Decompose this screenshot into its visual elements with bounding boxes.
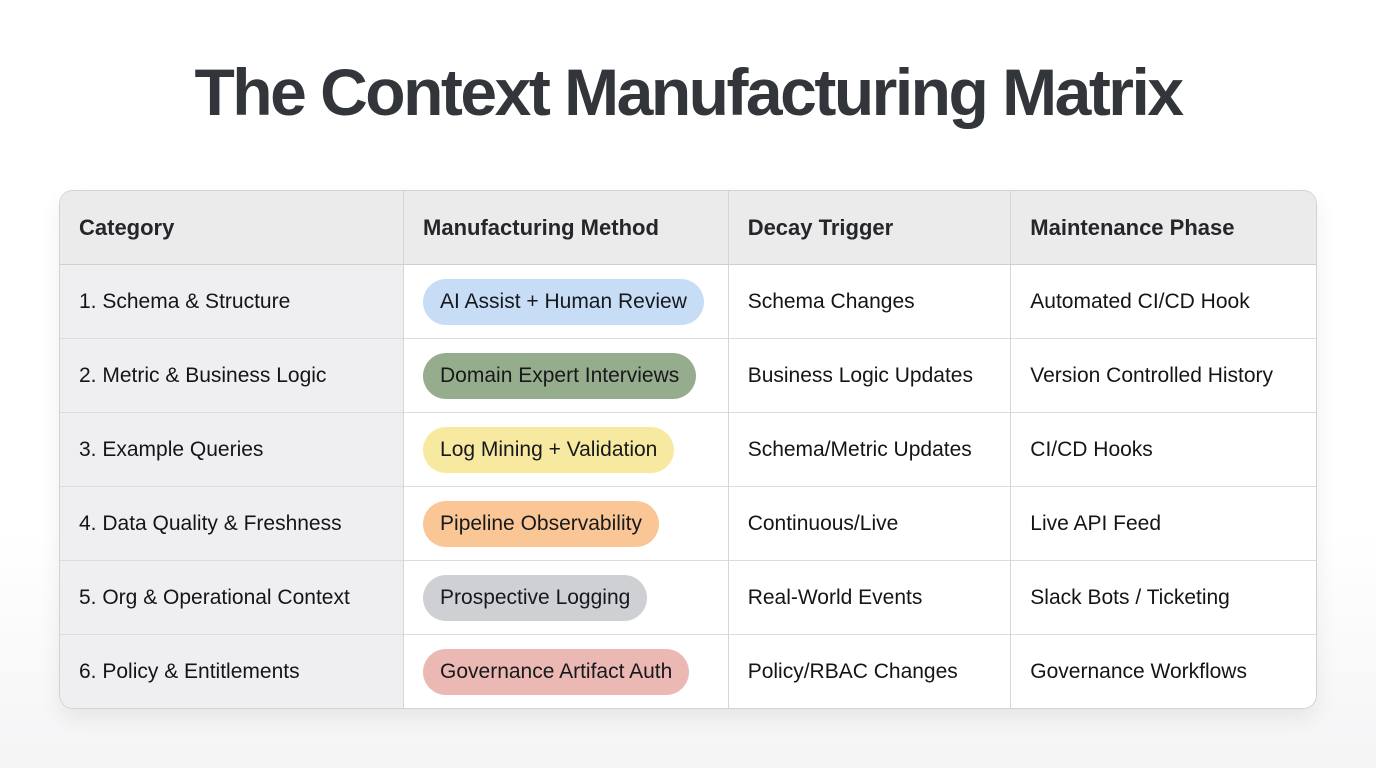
method-cell: AI Assist + Human Review xyxy=(403,264,729,339)
category-cell: 1. Schema & Structure xyxy=(60,264,405,339)
maintenance-phase-cell: Live API Feed xyxy=(1010,486,1316,561)
category-cell: 5. Org & Operational Context xyxy=(60,560,405,635)
maintenance-phase-cell: Version Controlled History xyxy=(1010,338,1316,413)
method-pill-badge: Domain Expert Interviews xyxy=(423,352,697,399)
decay-trigger-cell: Policy/RBAC Changes xyxy=(728,634,1012,708)
maintenance-phase-cell: Governance Workflows xyxy=(1010,634,1316,708)
table-row: 3. Example Queries Log Mining + Validatio… xyxy=(60,412,1316,487)
decay-trigger-cell: Schema/Metric Updates xyxy=(728,412,1012,487)
category-cell: 2. Metric & Business Logic xyxy=(60,338,405,413)
table-row: 1. Schema & Structure AI Assist + Human R… xyxy=(60,264,1316,339)
table-row: 6. Policy & Entitlements Governance Artif… xyxy=(60,634,1316,708)
method-cell: Domain Expert Interviews xyxy=(403,338,729,413)
maintenance-phase-cell: Slack Bots / Ticketing xyxy=(1010,560,1316,635)
method-cell: Log Mining + Validation xyxy=(403,412,729,487)
column-header-maintenance: Maintenance Phase xyxy=(1010,191,1316,265)
decay-trigger-cell: Business Logic Updates xyxy=(728,338,1012,413)
table-row: 2. Metric & Business Logic Domain Expert … xyxy=(60,338,1316,413)
method-cell: Prospective Logging xyxy=(403,560,729,635)
method-pill-badge: Prospective Logging xyxy=(423,574,648,621)
column-header-decay: Decay Trigger xyxy=(728,191,1012,265)
method-pill-badge: Pipeline Observability xyxy=(423,500,659,547)
decay-trigger-cell: Real-World Events xyxy=(728,560,1012,635)
maintenance-phase-cell: Automated CI/CD Hook xyxy=(1010,264,1316,339)
maintenance-phase-cell: CI/CD Hooks xyxy=(1010,412,1316,487)
method-pill-badge: Log Mining + Validation xyxy=(423,426,675,473)
method-pill-badge: Governance Artifact Auth xyxy=(423,648,690,695)
category-cell: 3. Example Queries xyxy=(60,412,405,487)
method-cell: Governance Artifact Auth xyxy=(403,634,729,708)
category-cell: 4. Data Quality & Freshness xyxy=(60,486,405,561)
method-cell: Pipeline Observability xyxy=(403,486,729,561)
column-header-category: Category xyxy=(60,191,405,265)
decay-trigger-cell: Continuous/Live xyxy=(728,486,1012,561)
table-row: 4. Data Quality & Freshness Pipeline Obse… xyxy=(60,486,1316,561)
column-header-method: Manufacturing Method xyxy=(403,191,729,265)
decay-trigger-cell: Schema Changes xyxy=(728,264,1012,339)
table-row: 5. Org & Operational Context Prospective … xyxy=(60,560,1316,635)
category-cell: 6. Policy & Entitlements xyxy=(60,634,405,708)
method-pill-badge: AI Assist + Human Review xyxy=(423,278,704,325)
page-title: The Context Manufacturing Matrix xyxy=(194,55,1184,129)
